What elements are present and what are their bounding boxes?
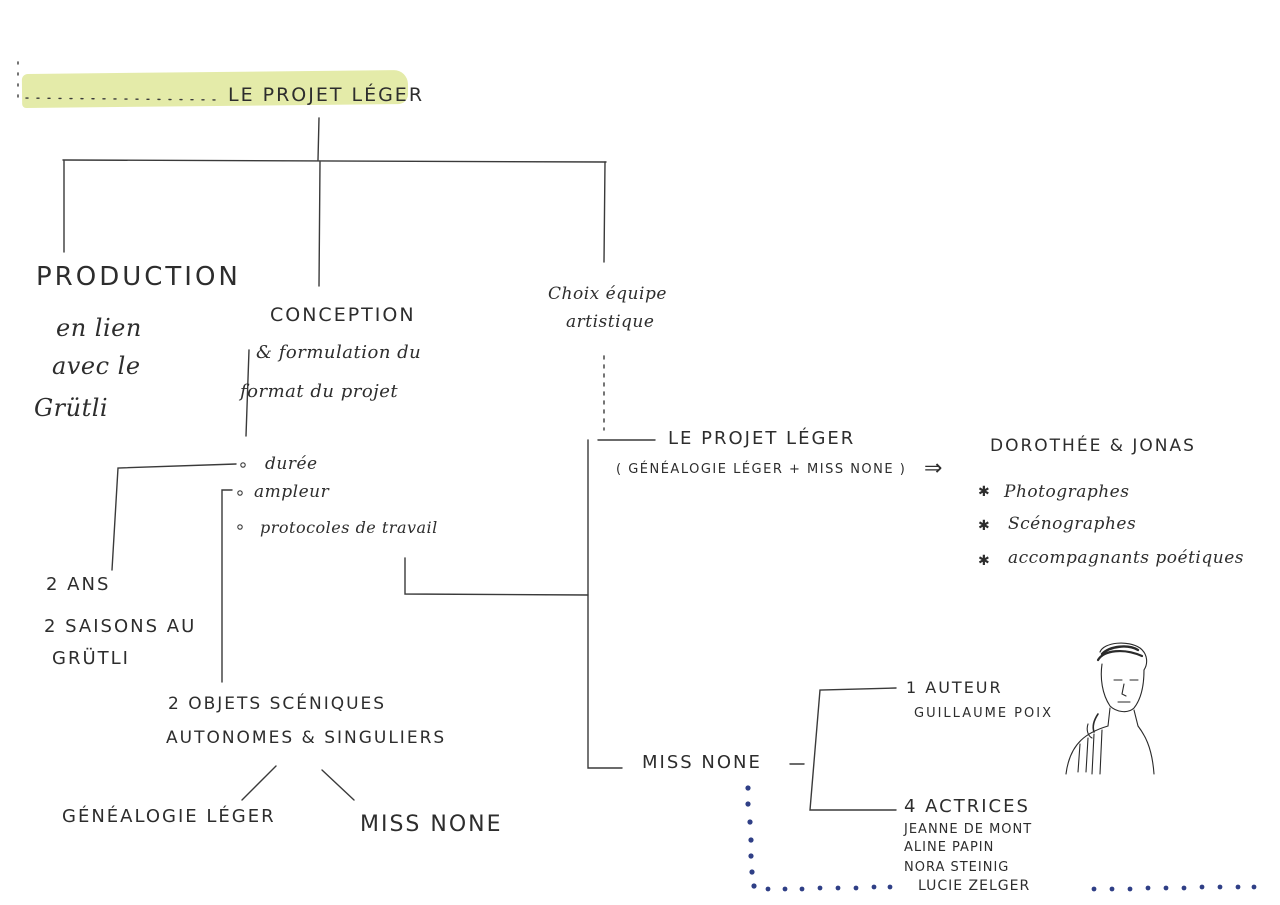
conception-line-2: format du projet [240,381,399,402]
projet-leger-title: LE PROJET LÉGER [668,428,856,449]
production-line-3: Grütli [34,394,109,422]
actress-4: LUCIE ZELGER [918,878,1031,894]
portrait-sketch [1065,642,1155,775]
author-name: GUILLAUME POIX [914,706,1053,721]
team-role-photographes: Photographes [1004,482,1130,502]
team-role-accompagnants: accompagnants poétiques [1008,548,1244,568]
conception-item-protocoles: protocoles de travail [260,518,438,537]
team-title: DOROTHÉE & JONAS [990,436,1196,456]
actresses-title: 4 ACTRICES [904,796,1030,817]
duration-line-1: 2 ANS [46,574,111,595]
asterisk-icon: ✱ [978,553,991,569]
production-line-1: en lien [56,314,142,342]
objects-child-miss-none: MISS NONE [360,812,503,837]
duration-line-3: GRÜTLI [52,648,130,669]
choix-line-2: artistique [566,312,655,332]
actress-3: NORA STEINIG [904,860,1010,875]
asterisk-icon: ✱ [978,518,991,534]
objects-child-genealogie: GÉNÉALOGIE LÉGER [62,806,276,827]
conception-item-ampleur: ampleur [254,482,330,502]
team-role-scenographes: Scénographes [1008,514,1137,534]
author-title: 1 AUTEUR [906,678,1003,697]
conception-title: CONCEPTION [270,304,416,326]
miss-none-title: MISS NONE [642,752,762,773]
root-title: LE PROJET LÉGER [228,84,425,106]
objects-line-1: 2 OBJETS SCÉNIQUES [168,694,387,714]
actress-1: JEANNE DE MONT [904,822,1033,837]
actress-2: ALINE PAPIN [904,840,995,855]
conception-item-duree: durée [265,454,318,474]
objects-line-2: AUTONOMES & SINGULIERS [166,728,447,748]
choix-line-1: Choix équipe [548,284,667,304]
production-line-2: avec le [52,352,141,380]
asterisk-icon: ✱ [978,484,991,500]
conception-line-1: & formulation du [256,342,422,363]
projet-leger-subtitle: ( GÉNÉALOGIE LÉGER + MISS NONE ) [616,462,907,477]
duration-line-2: 2 SAISONS AU [44,616,197,637]
production-title: PRODUCTION [36,262,241,292]
arrow-right-icon: ⇒ [924,456,944,481]
